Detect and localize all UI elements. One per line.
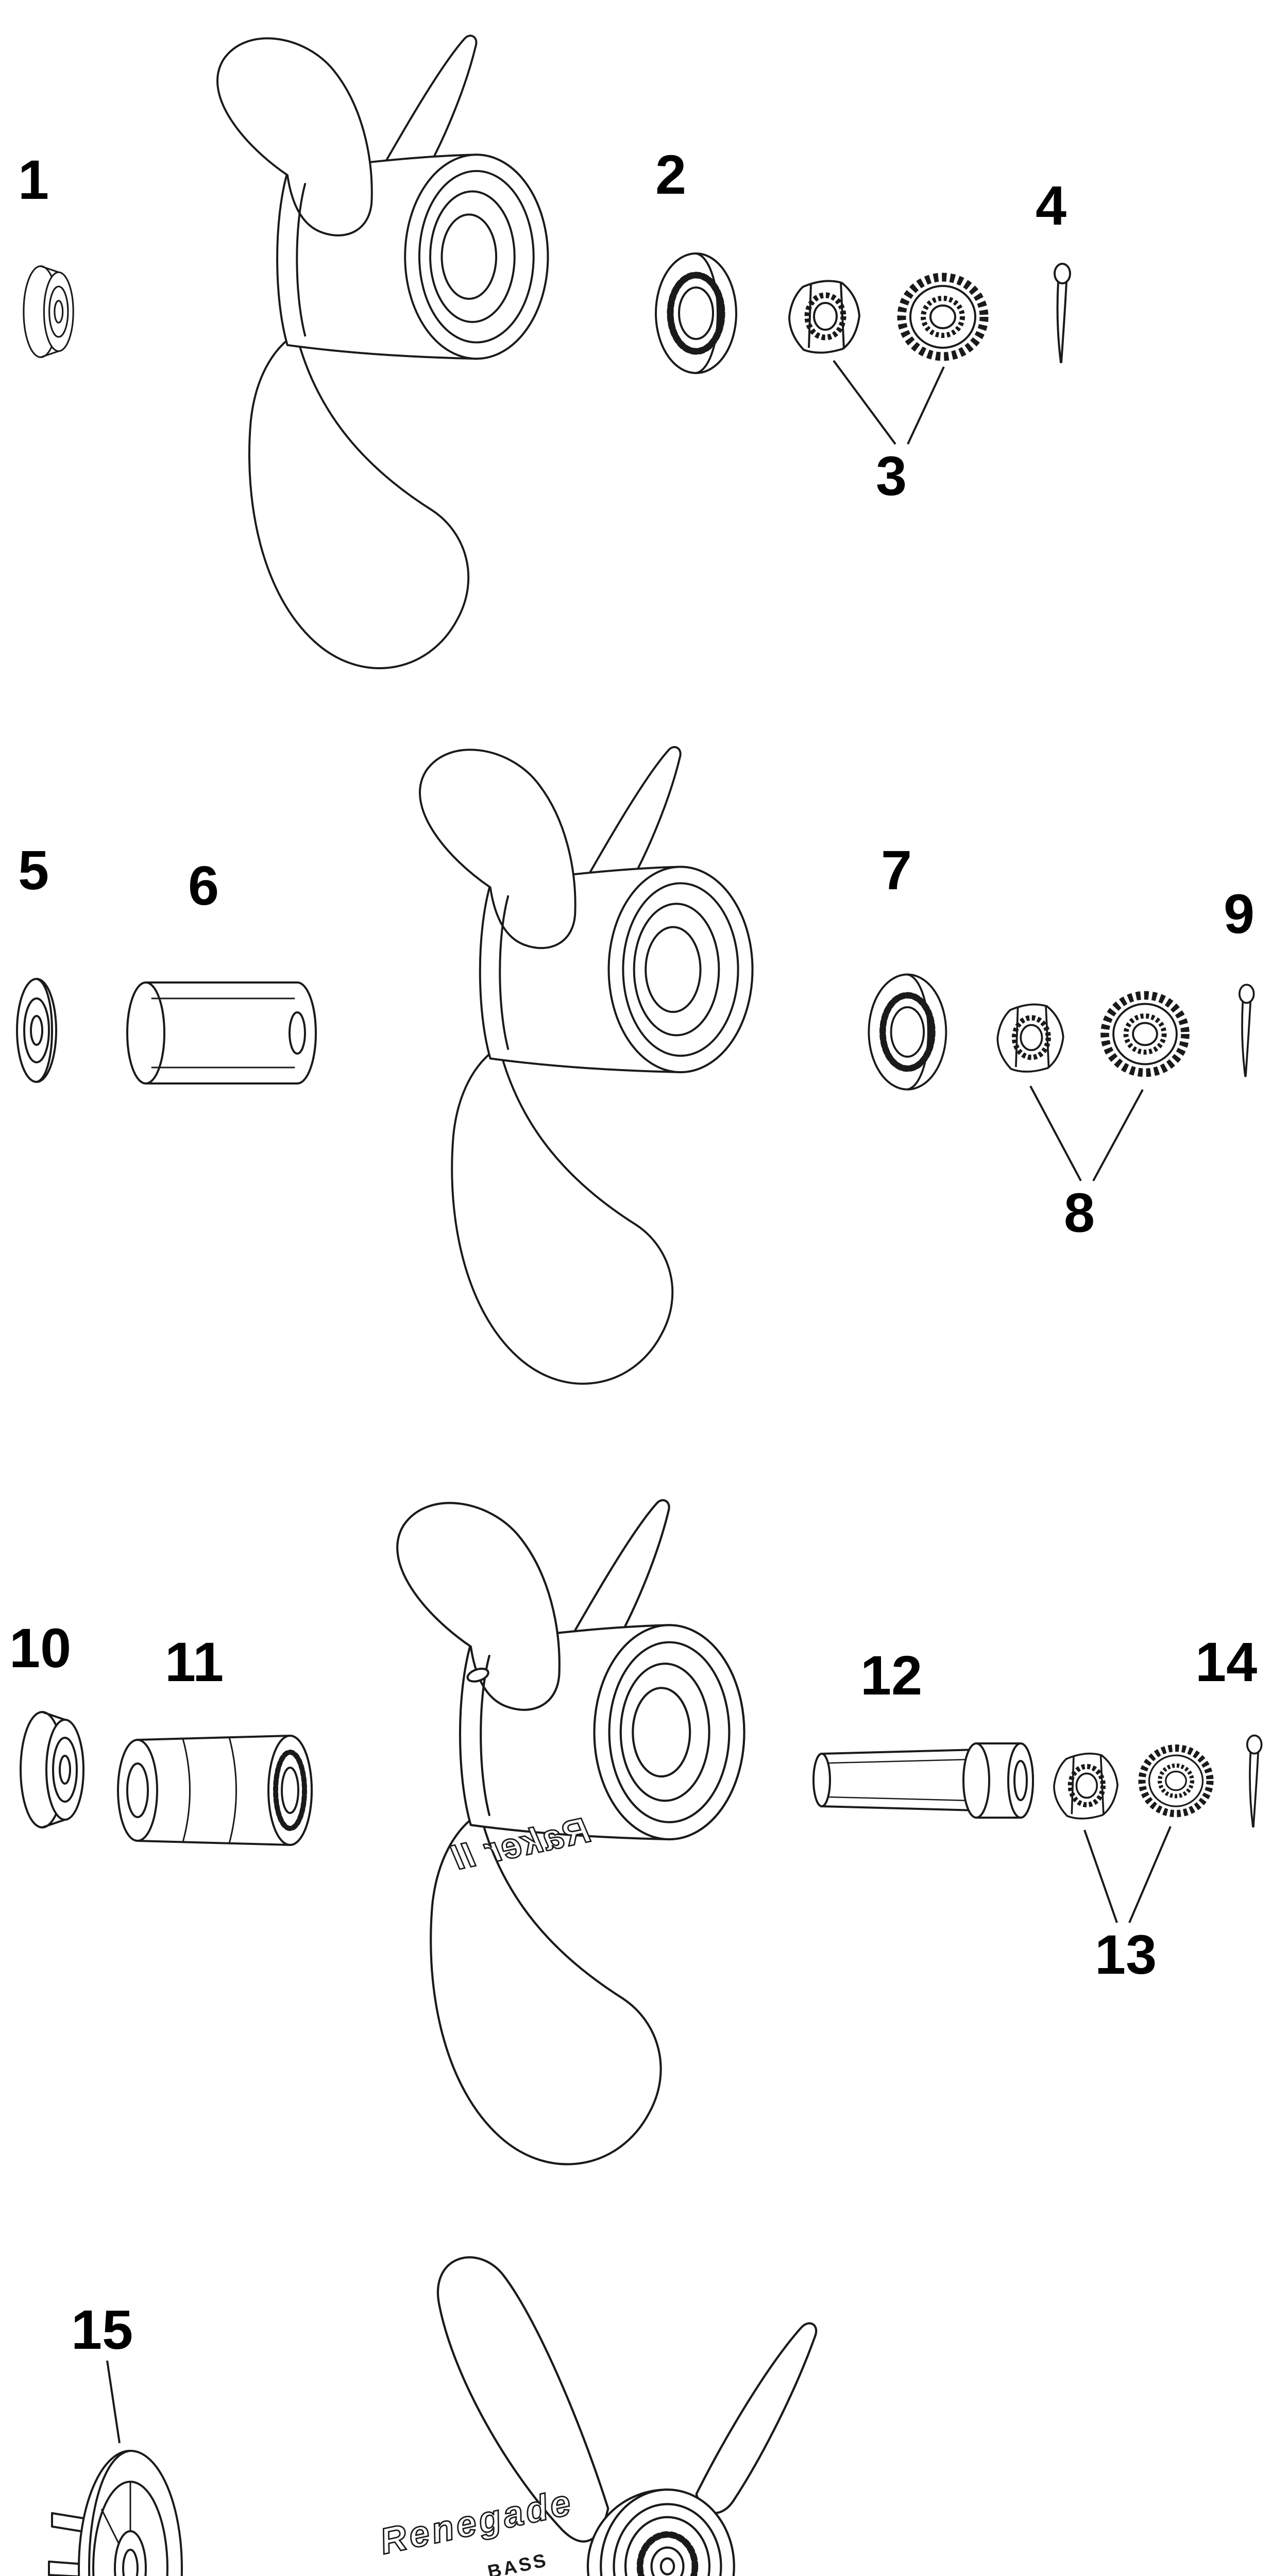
callout-8[interactable]: 8 (1064, 1181, 1095, 1244)
flanged-hub-15-drawing (44, 2442, 188, 2576)
washer-shape (17, 979, 56, 1082)
propeller-nut-8-drawing (992, 992, 1069, 1082)
prop4-sub-logo: BASS (486, 2549, 550, 2576)
callout-12[interactable]: 12 (860, 1644, 923, 1706)
propeller-shape (420, 747, 753, 1384)
lock-washer-8-drawing (1095, 981, 1195, 1087)
callout-14[interactable]: 14 (1195, 1631, 1258, 1693)
lock-washer-13-drawing (1133, 1737, 1218, 1825)
callout-3[interactable]: 3 (876, 445, 907, 507)
callout-13[interactable]: 13 (1095, 1923, 1157, 1986)
splined-spacer-7-drawing (863, 968, 961, 1096)
lock-washer-shape (1142, 1748, 1210, 1814)
cotter-pin-shape (1055, 264, 1070, 362)
cotter-pin-shape (1247, 1735, 1262, 1826)
prop4-brand-text: Renegade (377, 2481, 577, 2562)
hub-bushing-11-drawing (111, 1728, 317, 1852)
leader-callout-13 (1083, 1826, 1172, 1923)
nut-shape (997, 1005, 1063, 1072)
callout-5[interactable]: 5 (18, 839, 49, 901)
cotter-pin-14-drawing (1239, 1732, 1273, 1830)
barrel-vent-hole (466, 1667, 489, 1683)
prop4-brand-logo: Renegade (376, 2480, 578, 2562)
washer-5-drawing (13, 971, 75, 1090)
callout-1[interactable]: 1 (18, 148, 49, 211)
spacer-shape (869, 974, 946, 1089)
cotter-pin-9-drawing (1231, 979, 1265, 1082)
callout-15[interactable]: 15 (71, 2298, 133, 2361)
thrust-washer-1-drawing (20, 242, 97, 381)
cotter-pin-4-drawing (1046, 260, 1082, 366)
leader-callout-3 (833, 360, 945, 445)
propeller-shape (217, 36, 548, 668)
spacer-sleeve-shape (814, 1743, 1033, 1818)
lock-washer-shape (1105, 995, 1185, 1073)
hub-bushing-6-drawing (121, 974, 322, 1092)
propeller-3-drawing: Raker II (319, 1494, 819, 2210)
callout-4[interactable]: 4 (1036, 174, 1067, 236)
flanged-hub-shape (49, 2451, 182, 2576)
hub-bushing-shape (118, 1736, 312, 1845)
thrust-washer-shape (24, 266, 73, 358)
cotter-pin-shape (1240, 985, 1254, 1076)
leader-callout-15 (106, 2360, 121, 2444)
propeller-2-drawing (345, 726, 824, 1443)
spacer-shape (656, 253, 736, 373)
leader-callout-8 (1029, 1086, 1144, 1181)
hub-bushing-shape (127, 982, 316, 1083)
callout-11[interactable]: 11 (165, 1631, 224, 1693)
propeller-1-drawing (129, 31, 634, 711)
propeller-4-drawing: Renegade BASS (376, 2233, 891, 2576)
callout-10[interactable]: 10 (9, 1617, 72, 1679)
propeller-nut-13-drawing (1048, 1742, 1123, 1827)
nut-shape (1054, 1754, 1117, 1819)
prop4-sub-text: BASS (486, 2549, 550, 2576)
callout-6[interactable]: 6 (188, 854, 219, 917)
thrust-washer-10-drawing (15, 1705, 113, 1834)
spacer-sleeve-12-drawing (806, 1731, 1038, 1829)
lock-washer-shape (902, 277, 984, 357)
callout-9[interactable]: 9 (1224, 883, 1255, 945)
callout-7[interactable]: 7 (881, 839, 912, 901)
callout-2[interactable]: 2 (655, 143, 687, 206)
lock-washer-3-drawing (891, 267, 994, 367)
nut-shape (789, 281, 859, 352)
propeller-nut-3-drawing (783, 270, 866, 361)
thrust-washer-shape (21, 1712, 83, 1827)
splined-spacer-2-drawing (652, 246, 750, 380)
